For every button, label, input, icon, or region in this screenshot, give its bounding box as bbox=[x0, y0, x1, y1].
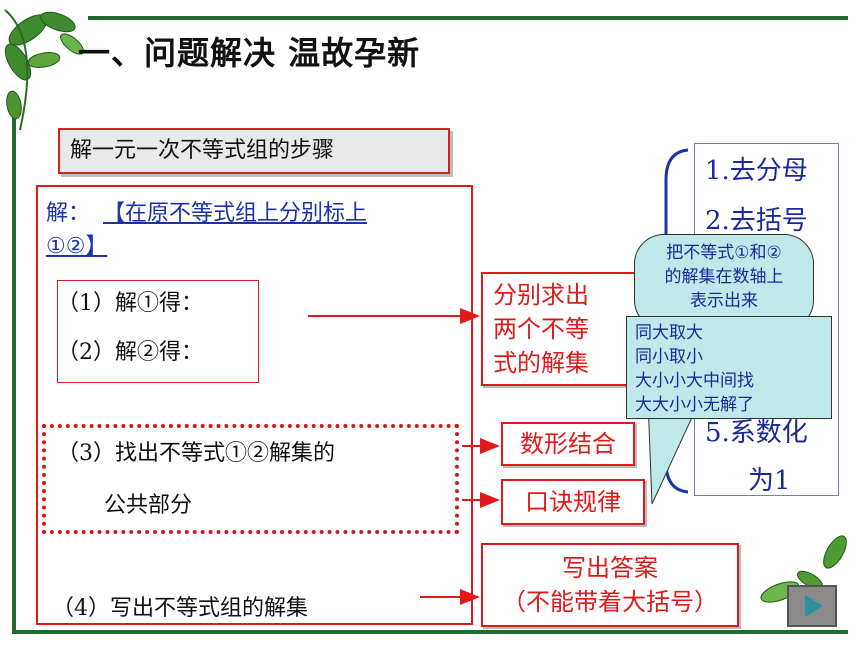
solution-lead: 解： bbox=[46, 201, 91, 226]
page-title: 一、问题解决 温故孕新 bbox=[78, 34, 421, 72]
frame-top-line bbox=[88, 16, 848, 20]
separately-solve-box: 分别求出 两个不等 式的解集 bbox=[481, 272, 641, 386]
callout-top-line3: 表示出来 bbox=[690, 291, 758, 311]
callout-number-line: 把不等式①和② 的解集在数轴上 表示出来 bbox=[634, 234, 814, 330]
panel-item-5-partial: 5.系数化 bbox=[705, 418, 808, 448]
mnemonic-box: 口诀规律 bbox=[501, 479, 645, 525]
solution-note-line1: 【在原不等式组上分别标上 bbox=[103, 201, 368, 226]
steps-1-2-box bbox=[57, 280, 259, 383]
step3-line2: 公共部分 bbox=[104, 493, 193, 518]
step1-text: （1）解①得： bbox=[57, 291, 203, 316]
step3-dotted-box bbox=[42, 424, 459, 534]
answer-box: 写出答案 （不能带着大括号） bbox=[481, 543, 739, 627]
combine-box: 数形结合 bbox=[501, 422, 635, 466]
step4-text: （4）写出不等式组的解集 bbox=[52, 596, 308, 621]
panel-item-5-tail: 为1 bbox=[748, 466, 791, 496]
frame-left-line bbox=[12, 100, 16, 630]
callout-rule-line3: 大小小大中间找 bbox=[635, 371, 754, 391]
frame-bottom-line bbox=[12, 630, 848, 634]
callout-top-line1: 把不等式①和② bbox=[666, 243, 782, 263]
solution-box bbox=[36, 185, 473, 625]
panel-item-1: 1.去分母 bbox=[705, 156, 808, 186]
answer-line2: （不能带着大括号） bbox=[502, 588, 718, 616]
answer-line1: 写出答案 bbox=[562, 554, 658, 582]
step3-line1: （3）找出不等式①②解集的 bbox=[57, 441, 335, 466]
callout-rule-line1: 同大取大 bbox=[635, 323, 703, 343]
solution-note-line2: ①②】 bbox=[46, 234, 108, 259]
separately-line3: 式的解集 bbox=[493, 349, 589, 377]
panel-item-2: 2.去括号 bbox=[705, 206, 808, 236]
steps-heading: 解一元一次不等式组的步骤 bbox=[58, 128, 450, 174]
play-triangle-icon bbox=[805, 595, 823, 617]
callout-top-line2: 的解集在数轴上 bbox=[664, 267, 784, 287]
next-slide-button[interactable] bbox=[787, 585, 837, 627]
separately-line2: 两个不等 bbox=[493, 315, 589, 343]
callout-rule-mnemonic: 同大取大 同小取小 大小小大中间找 大大小小无解了 bbox=[626, 316, 832, 419]
callout-rule-line4: 大大小小无解了 bbox=[635, 395, 754, 415]
callout-rule-line2: 同小取小 bbox=[635, 347, 703, 367]
leaf-decoration-top-left bbox=[4, 9, 84, 131]
step2-text: （2）解②得： bbox=[57, 340, 203, 365]
separately-line1: 分别求出 bbox=[493, 281, 589, 309]
